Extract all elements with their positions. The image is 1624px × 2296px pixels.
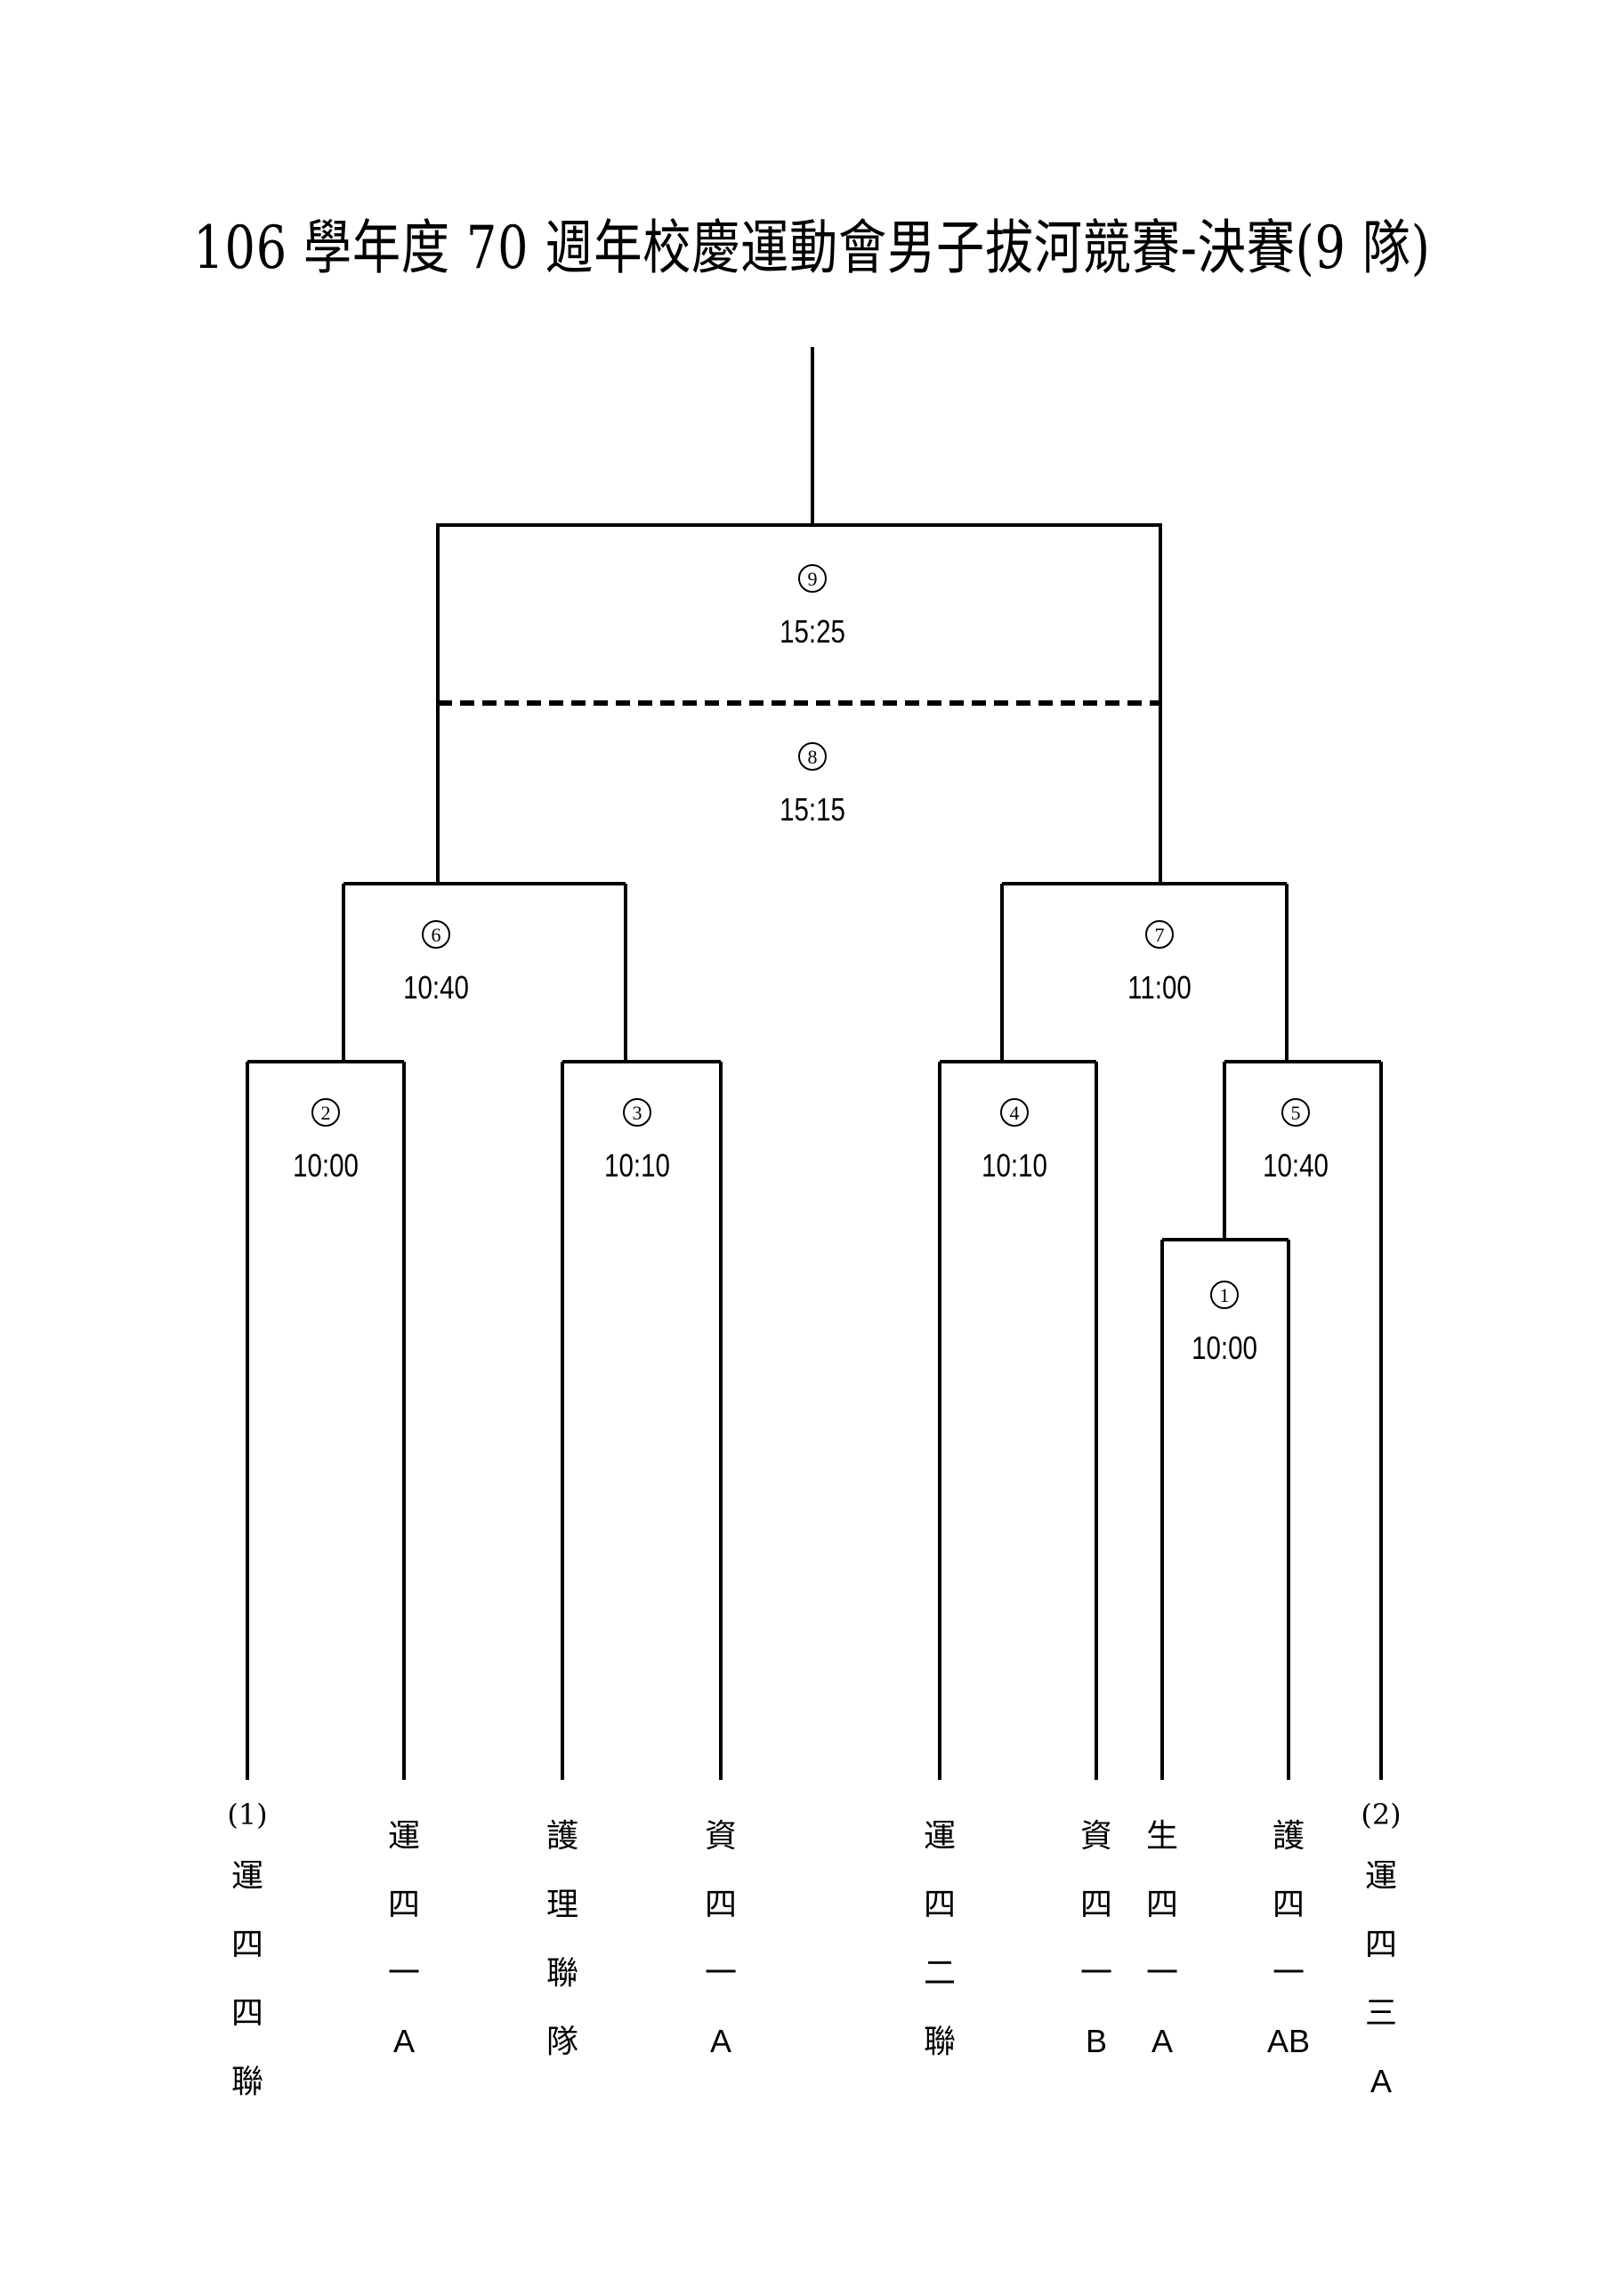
team-9-char: 三 bbox=[1365, 1995, 1397, 2032]
team-2-char: A bbox=[393, 2023, 415, 2059]
team-1-char: 運 bbox=[231, 1858, 263, 1895]
match-8-badge-circle bbox=[798, 742, 827, 771]
team-2-char: 運 bbox=[388, 1818, 420, 1855]
team-7-char: A bbox=[1151, 2023, 1173, 2059]
team-4-char: 一 bbox=[705, 1955, 737, 1992]
team-1-seed: (1) bbox=[227, 1798, 267, 1831]
team-5-char: 運 bbox=[924, 1818, 956, 1855]
match-6-number: 6 bbox=[432, 924, 441, 946]
team-3-char: 理 bbox=[546, 1887, 578, 1923]
match-3-time: 10:10 bbox=[604, 1147, 670, 1183]
match-1-badge-circle bbox=[1210, 1281, 1239, 1309]
match-8-number: 8 bbox=[808, 746, 818, 768]
match-4-number: 4 bbox=[1010, 1102, 1020, 1124]
match-4-badge: 4 bbox=[1000, 1098, 1029, 1127]
match-7-time: 11:00 bbox=[1127, 969, 1192, 1005]
match-7-number: 7 bbox=[1155, 924, 1165, 946]
match-2-badge-circle bbox=[311, 1098, 340, 1127]
match-1-time: 10:00 bbox=[1192, 1330, 1257, 1365]
team-3-char: 隊 bbox=[546, 2024, 578, 2060]
match-3-number: 3 bbox=[633, 1102, 642, 1124]
match-3-badge: 3 bbox=[623, 1098, 651, 1127]
match-6-time: 10:40 bbox=[403, 969, 469, 1005]
match-5-badge-circle bbox=[1281, 1098, 1310, 1127]
match-4-time: 10:10 bbox=[982, 1147, 1047, 1183]
team-4-char: 四 bbox=[705, 1887, 737, 1923]
team-8-char: 一 bbox=[1273, 1955, 1305, 1992]
team-9-char: 四 bbox=[1365, 1927, 1397, 1963]
team-1-char: 四 bbox=[231, 1995, 263, 2032]
team-8-name: 護四一 AB bbox=[1267, 1818, 1310, 2059]
match-4-badge-circle bbox=[1000, 1098, 1029, 1127]
team-6-char: 四 bbox=[1080, 1887, 1112, 1923]
team-3-char: 護 bbox=[546, 1818, 578, 1855]
team-4-char: 資 bbox=[705, 1818, 737, 1855]
team-8-char: 護 bbox=[1273, 1818, 1305, 1855]
team-8-char: AB bbox=[1267, 2023, 1310, 2059]
match-8-time: 15:15 bbox=[780, 791, 845, 827]
team-6-char: 一 bbox=[1080, 1955, 1112, 1992]
team-4-char: A bbox=[710, 2023, 731, 2059]
match-5-badge: 5 bbox=[1281, 1098, 1310, 1127]
team-6-char: B bbox=[1086, 2023, 1107, 2059]
match-1-badge: 1 bbox=[1210, 1281, 1239, 1309]
match-9-time: 15:25 bbox=[780, 613, 845, 649]
team-2-char: 四 bbox=[388, 1887, 420, 1923]
match-2-badge: 2 bbox=[311, 1098, 340, 1127]
team-5-char: 四 bbox=[924, 1887, 956, 1923]
page-title: 106 學年度 70 週年校慶運動會男子拔河競賽-決賽(9 隊) bbox=[193, 214, 1431, 282]
match-5-number: 5 bbox=[1291, 1102, 1301, 1124]
team-1-char: 聯 bbox=[231, 2064, 263, 2100]
match-6-badge: 6 bbox=[422, 920, 450, 949]
match-6-badge-circle bbox=[422, 920, 450, 949]
team-2-char: 一 bbox=[388, 1955, 420, 1992]
team-8-char: 四 bbox=[1273, 1887, 1305, 1923]
match-9-number: 9 bbox=[808, 568, 818, 590]
match-1-number: 1 bbox=[1220, 1284, 1230, 1306]
team-6-char: 資 bbox=[1080, 1818, 1112, 1855]
team-7-char: 一 bbox=[1146, 1955, 1178, 1992]
team-7-char: 四 bbox=[1146, 1887, 1178, 1923]
team-5-char: 聯 bbox=[924, 2024, 956, 2060]
match-8-badge: 8 bbox=[798, 742, 827, 771]
match-7-badge-circle bbox=[1145, 920, 1174, 949]
match-2-number: 2 bbox=[321, 1102, 331, 1124]
match-5-time: 10:40 bbox=[1263, 1147, 1329, 1183]
match-9-badge: 9 bbox=[798, 564, 827, 593]
match-3-badge-circle bbox=[623, 1098, 651, 1127]
team-9-char: A bbox=[1370, 2063, 1392, 2099]
match-7-badge: 7 bbox=[1145, 920, 1174, 949]
team-9-char: 運 bbox=[1365, 1858, 1397, 1895]
match-9-badge-circle bbox=[798, 564, 827, 593]
team-9-seed: (2) bbox=[1361, 1798, 1401, 1831]
team-3-char: 聯 bbox=[546, 1955, 578, 1992]
team-7-char: 生 bbox=[1146, 1818, 1178, 1855]
match-2-time: 10:00 bbox=[293, 1147, 359, 1183]
team-1-char: 四 bbox=[231, 1927, 263, 1963]
team-5-char: 二 bbox=[924, 1955, 956, 1992]
